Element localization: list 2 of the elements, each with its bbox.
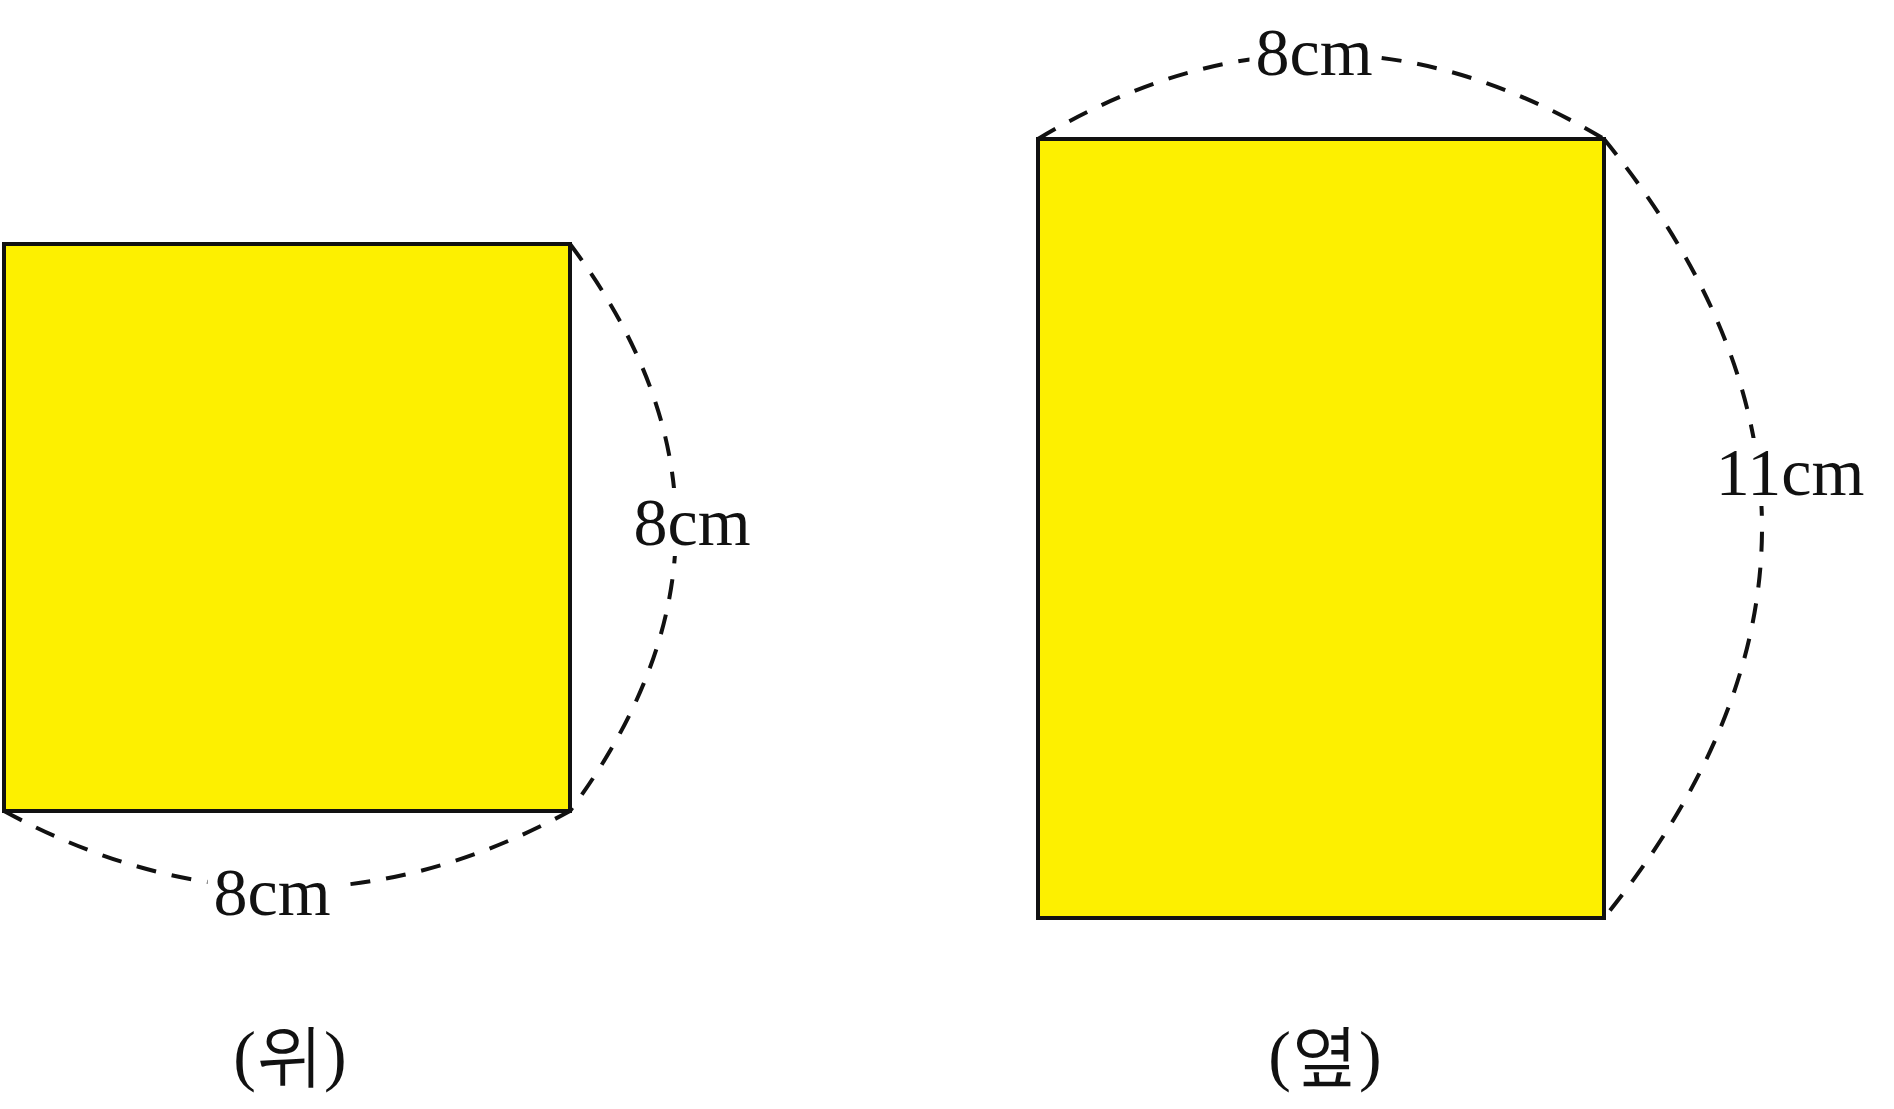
rectangle-shape — [1036, 137, 1606, 920]
rectangle-shape — [2, 242, 572, 813]
